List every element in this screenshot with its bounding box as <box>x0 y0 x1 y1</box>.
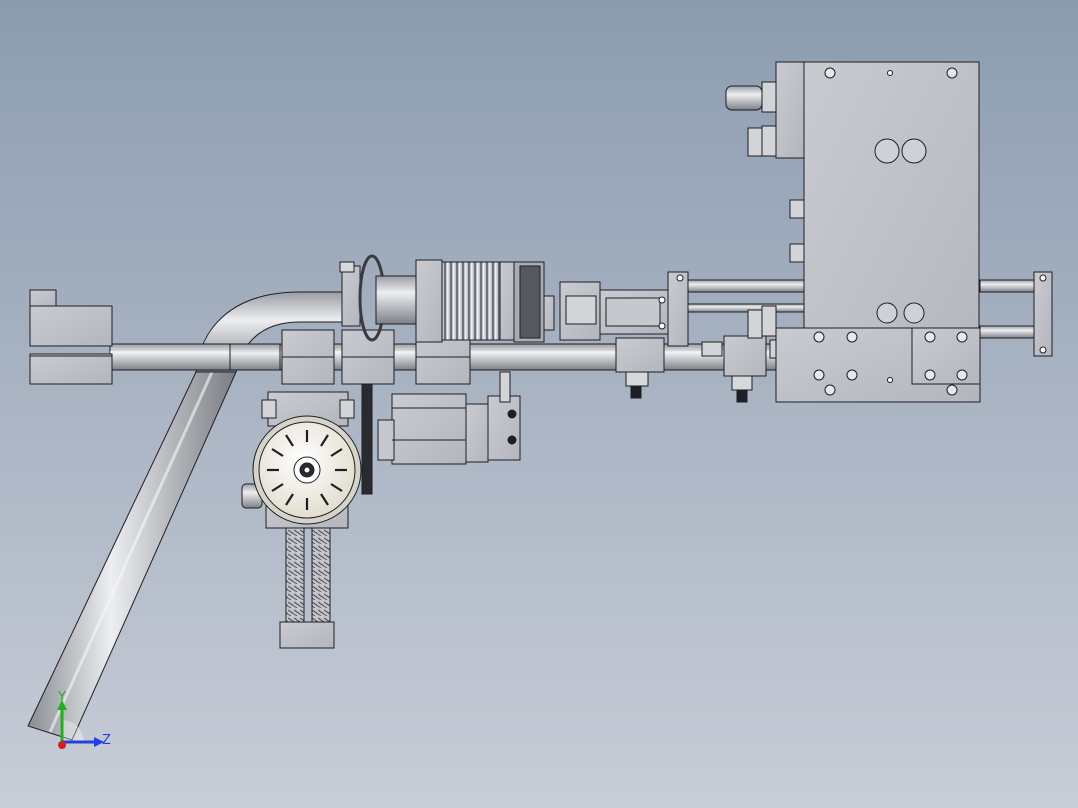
shaft-sleeve <box>229 343 281 371</box>
mounting-bolts <box>813 67 968 396</box>
lower-guide-rod-right <box>979 325 1041 339</box>
motor-fan-vents <box>267 430 347 510</box>
spring-left <box>285 527 305 625</box>
shaft-clamp-1 <box>281 329 335 385</box>
x-axis-dot <box>58 741 66 749</box>
mounting-plate <box>775 61 1053 403</box>
timing-belt <box>361 383 373 495</box>
plate-fittings <box>725 81 805 339</box>
spindle-motor <box>241 391 362 529</box>
y-axis-label: Y <box>57 690 66 705</box>
servo-motor <box>377 393 521 465</box>
gripper-unit <box>559 271 689 347</box>
upper-guide-rod-right <box>979 279 1041 293</box>
coordinate-triad: Y Z <box>57 690 111 749</box>
pneumatic-fitting-1 <box>615 337 665 399</box>
assembly <box>27 61 1053 741</box>
bellows-cylinder <box>339 254 555 343</box>
upper-guide-rod <box>685 279 807 293</box>
left-end-block <box>29 305 113 347</box>
spring-base <box>279 621 335 649</box>
spring-right <box>311 527 331 625</box>
z-axis-label: Z <box>102 733 111 748</box>
left-end-block-top <box>29 289 57 309</box>
